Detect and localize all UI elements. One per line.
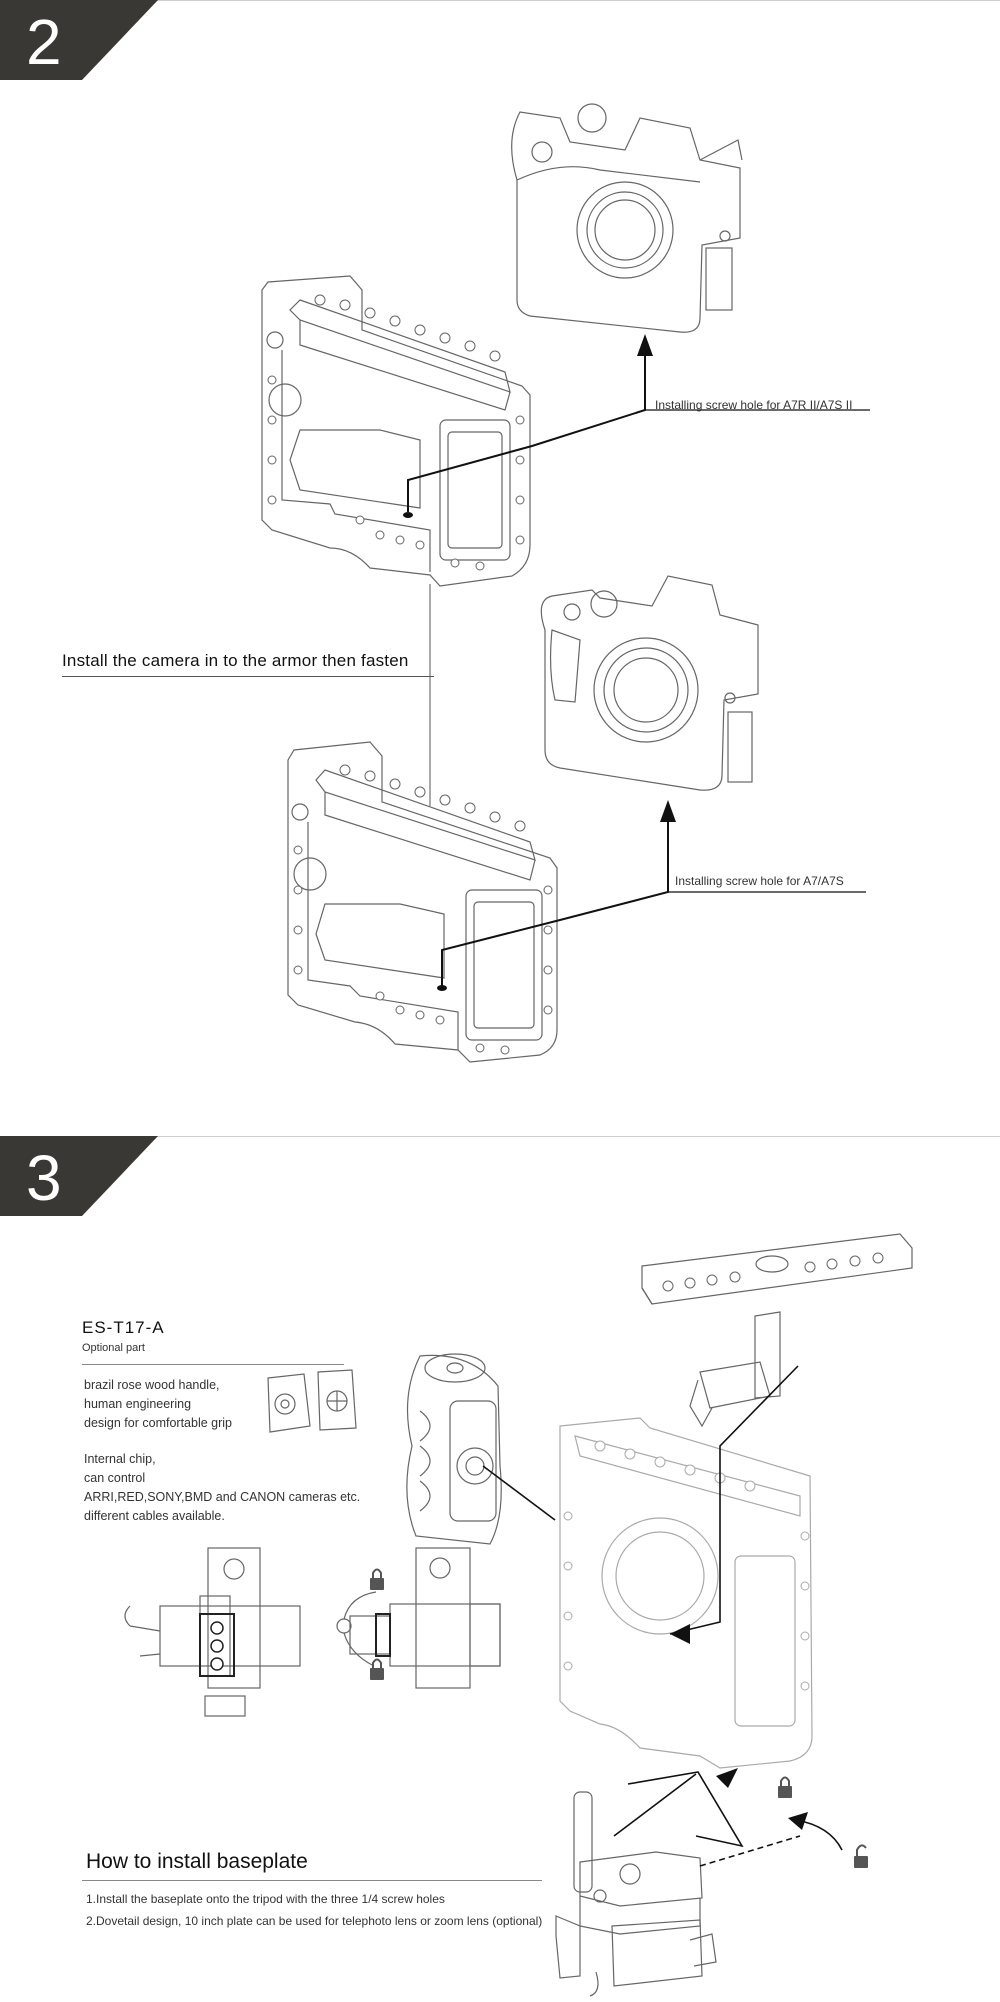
screw-hole-callout-bottom	[441, 814, 866, 986]
feature-line: ARRI,RED,SONY,BMD and CANON cameras etc.	[84, 1490, 361, 1504]
instruction-underline	[62, 676, 434, 677]
step-2-tab: 2	[0, 0, 160, 80]
camera-cage-bottom	[287, 741, 558, 1063]
step-3-number: 3	[26, 1142, 62, 1214]
baseplate-callout	[627, 1771, 744, 1848]
baseplate-step-2: 2.Dovetail design, 10 inch plate can be …	[86, 1914, 543, 1928]
lock-icon	[370, 1658, 384, 1680]
section-divider	[0, 0, 1000, 1]
feature-line: brazil rose wood handle,	[84, 1378, 220, 1392]
camera-body-a7	[540, 575, 759, 791]
baseplate-title-underline	[82, 1880, 542, 1881]
baseplate-thumbnail-2	[336, 1547, 501, 1689]
model-underline	[82, 1364, 344, 1365]
camera-body-a7r2	[511, 103, 743, 333]
screw-hole-callout-top	[407, 348, 870, 512]
arrow-icon	[716, 1768, 738, 1788]
feature-line: Internal chip,	[84, 1452, 156, 1466]
side-wood-handle	[406, 1353, 502, 1545]
step-3-tab: 3	[0, 1136, 160, 1216]
top-handle	[641, 1233, 913, 1428]
baseplate-assembly	[555, 1791, 717, 1997]
arrow-icon	[788, 1812, 808, 1830]
chip-features: Internal chip, can control ARRI,RED,SONY…	[84, 1450, 360, 1526]
callout-bottom-label: Installing screw hole for A7/A7S	[675, 874, 844, 888]
baseplate-title: How to install baseplate	[86, 1850, 308, 1873]
camera-cage-top	[261, 275, 531, 587]
handle-and-baseplate-illustration	[124, 1233, 913, 1997]
lock-icon	[370, 1568, 384, 1590]
handle-thumbnails	[267, 1369, 357, 1433]
arrow-icon	[660, 800, 676, 822]
feature-line: can control	[84, 1471, 146, 1485]
model-number: ES-T17-A	[82, 1318, 165, 1337]
install-instruction: Install the camera in to the armor then …	[62, 651, 409, 670]
baseplate-step-1: 1.Install the baseplate onto the tripod …	[86, 1892, 445, 1906]
side-handle-callout	[482, 1465, 556, 1521]
step-2-number: 2	[26, 6, 62, 78]
lock-icon	[778, 1776, 792, 1798]
callout-top-label: Installing screw hole for A7R II/A7S II	[655, 398, 853, 412]
section-divider	[0, 1136, 1000, 1137]
step-2-section: 2	[0, 0, 1000, 1063]
feature-line: human engineering	[84, 1397, 192, 1411]
camera-cage-illustration	[261, 103, 870, 1063]
arrow-icon	[637, 334, 653, 356]
arrow-icon	[670, 1624, 690, 1644]
top-handle-callout	[669, 1365, 799, 1635]
feature-line: different cables available.	[84, 1509, 225, 1523]
feature-line: design for comfortable grip	[84, 1416, 232, 1430]
handle-features: brazil rose wood handle, human engineeri…	[84, 1376, 232, 1433]
step-3-section: 3	[0, 1136, 1000, 2002]
optional-part-label: Optional part	[82, 1342, 145, 1354]
unlock-icon	[854, 1844, 868, 1868]
